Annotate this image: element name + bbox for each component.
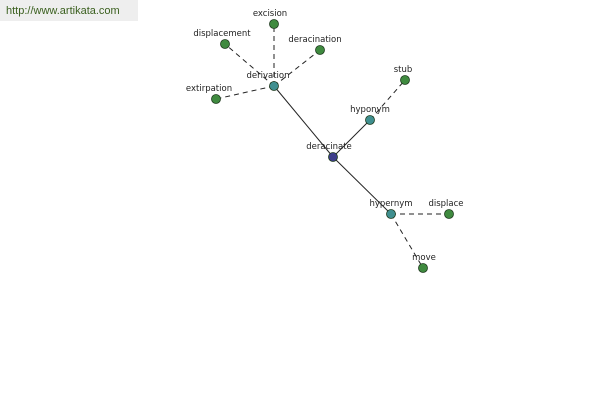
- edge-hypernym-move: [390, 213, 424, 269]
- label-move[interactable]: move: [412, 253, 436, 263]
- label-hypernym[interactable]: hypernym: [369, 199, 412, 209]
- label-deracinate[interactable]: deracinate: [306, 142, 352, 152]
- label-excision[interactable]: excision: [253, 9, 287, 19]
- edge-deracinate-derivation: [273, 85, 334, 158]
- node-displace[interactable]: [444, 209, 454, 219]
- edge-derivation-extirpation: [215, 85, 275, 100]
- label-hyponym[interactable]: hyponym: [350, 105, 390, 115]
- nodes-layer: [211, 19, 454, 273]
- node-displacement[interactable]: [220, 39, 230, 49]
- label-derivation[interactable]: derivation: [246, 71, 289, 81]
- node-hyponym[interactable]: [365, 115, 375, 125]
- labels-layer: deracinate derivation hyponym hypernym excis…: [186, 9, 464, 263]
- node-extirpation[interactable]: [211, 94, 221, 104]
- node-move[interactable]: [418, 263, 428, 273]
- node-hypernym[interactable]: [386, 209, 396, 219]
- node-excision[interactable]: [269, 19, 279, 29]
- node-deracination[interactable]: [315, 45, 325, 55]
- edge-derivation-deracination: [273, 49, 321, 87]
- edges-layer: [215, 24, 449, 269]
- edge-deracinate-hyponym: [332, 119, 371, 158]
- edge-derivation-displacement: [224, 43, 275, 87]
- edge-deracinate-hypernym: [332, 156, 392, 215]
- node-stub[interactable]: [400, 75, 410, 85]
- label-stub[interactable]: stub: [394, 65, 413, 75]
- label-deracination[interactable]: deracination: [288, 35, 341, 45]
- label-displace[interactable]: displace: [428, 199, 463, 209]
- node-derivation[interactable]: [269, 81, 279, 91]
- label-displacement[interactable]: displacement: [193, 29, 251, 39]
- node-deracinate[interactable]: [328, 152, 338, 162]
- label-extirpation[interactable]: extirpation: [186, 84, 232, 94]
- url-banner[interactable]: http://www.artikata.com: [0, 0, 138, 21]
